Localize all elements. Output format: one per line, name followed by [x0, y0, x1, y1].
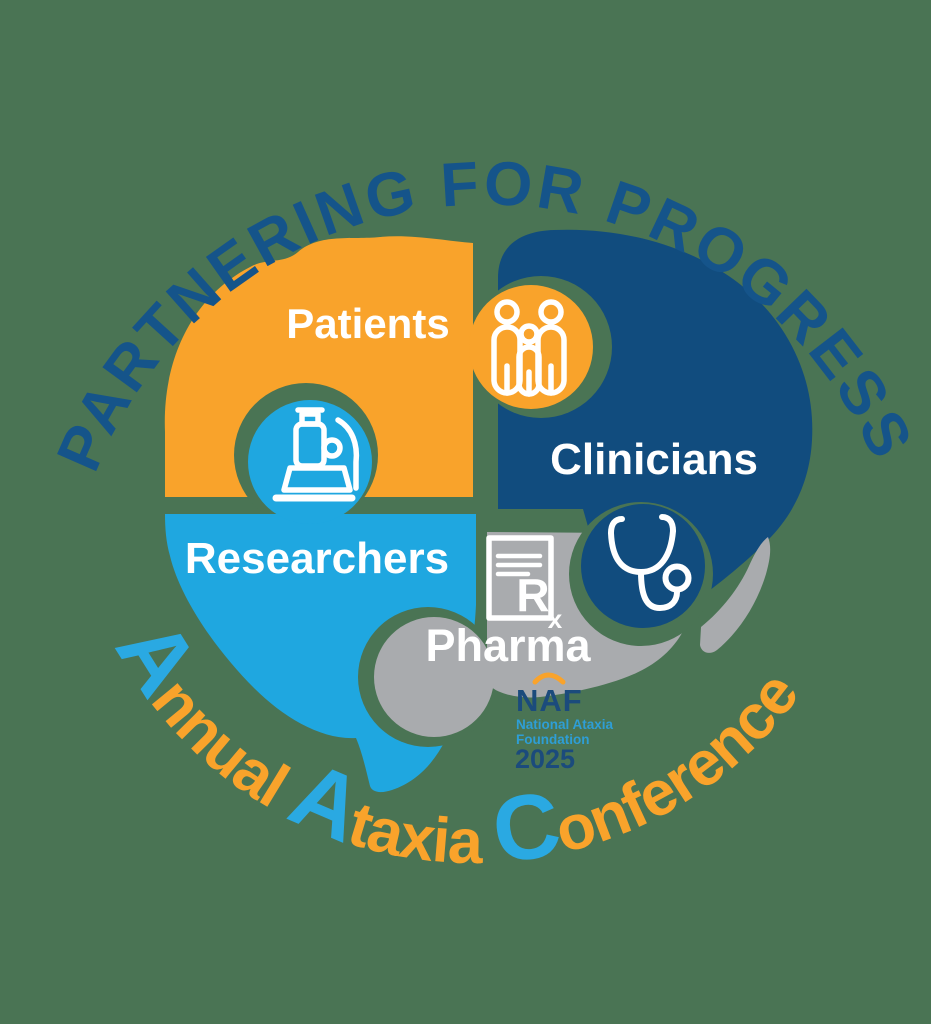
- microscope-icon: [272, 407, 360, 502]
- rx-document-icon: R x: [486, 535, 563, 634]
- pharma-label: Pharma: [425, 620, 591, 671]
- clinicians-label: Clinicians: [550, 435, 758, 484]
- piece-pharma-wedge: [700, 537, 771, 653]
- naf-logo: NAF National Ataxia Foundation 2025: [515, 672, 614, 774]
- family-icon: [491, 299, 567, 397]
- rx-symbol-x: x: [548, 604, 563, 634]
- pharma-knob: [374, 617, 494, 737]
- researchers-knob: [248, 400, 372, 524]
- naf-name-line2: Foundation: [516, 732, 589, 747]
- rx-symbol-r: R: [516, 569, 549, 621]
- researchers-label: Researchers: [185, 534, 449, 583]
- stethoscope-icon: [608, 514, 692, 611]
- bottom-arc-cap-c: C: [486, 773, 565, 883]
- patients-label: Patients: [286, 300, 449, 347]
- naf-swoosh-icon: [532, 672, 566, 685]
- naf-name-line1: National Ataxia: [516, 717, 614, 732]
- naf-year: 2025: [515, 744, 575, 774]
- naf-acronym: NAF: [516, 683, 583, 718]
- clinicians-knob: [581, 504, 705, 628]
